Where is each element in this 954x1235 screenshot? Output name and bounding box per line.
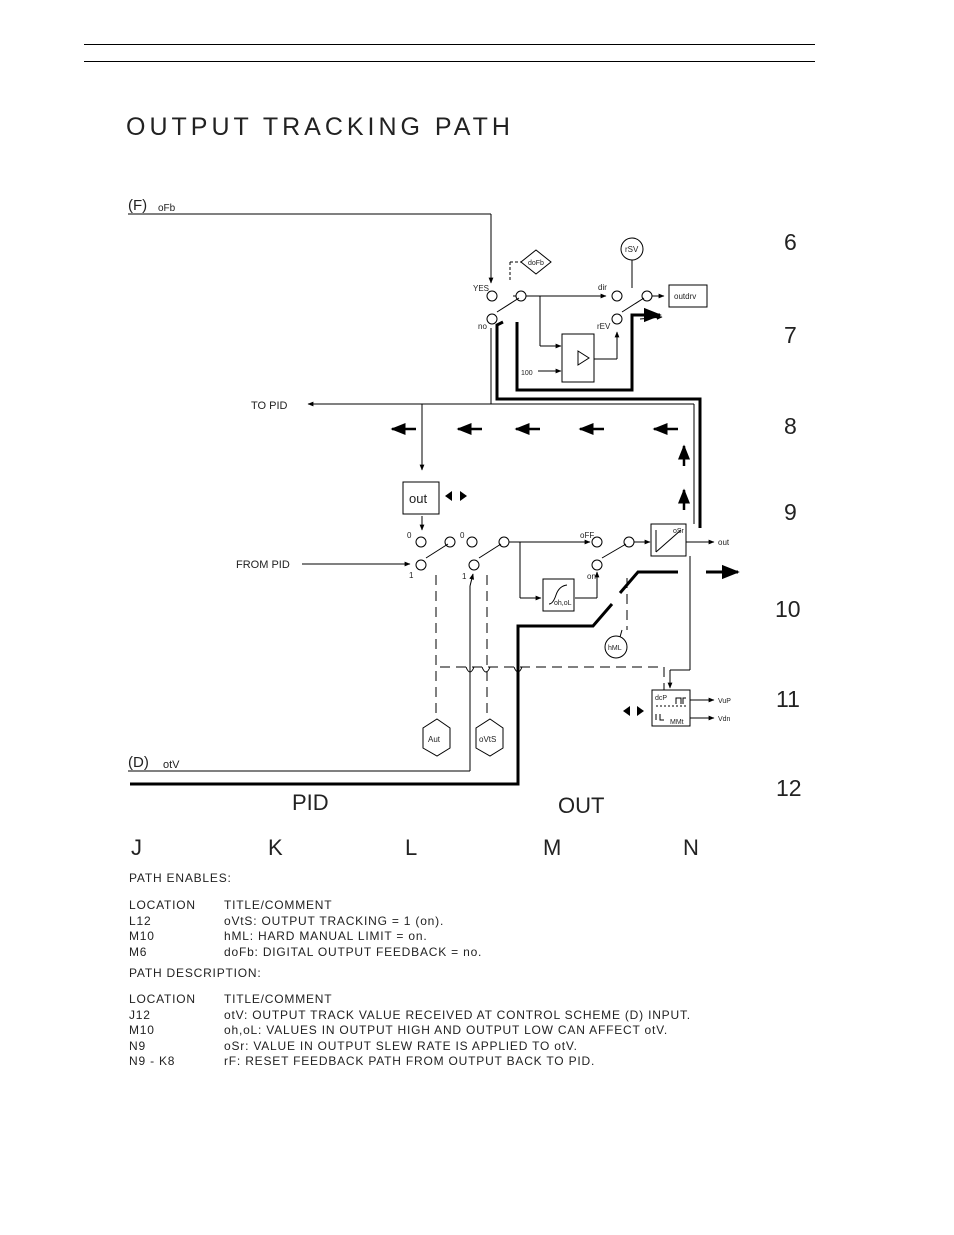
cell-location: L12 bbox=[129, 913, 152, 928]
label-zero-a: 0 bbox=[407, 531, 412, 540]
label-out-signal: out bbox=[718, 538, 730, 547]
header-location: LOCATION bbox=[129, 898, 196, 912]
header-location: LOCATION bbox=[129, 992, 196, 1006]
label-dofb: doFb bbox=[528, 260, 544, 267]
footer-pid: PID bbox=[292, 790, 329, 815]
path-enables-heading: PATH ENABLES: bbox=[129, 871, 232, 885]
header-title: TITLE/COMMENT bbox=[224, 992, 333, 1006]
column-label-j: J bbox=[131, 835, 142, 860]
row-label-8: 8 bbox=[784, 413, 797, 439]
label-one-b: 1 bbox=[462, 572, 467, 581]
cell-comment: hML: HARD MANUAL LIMIT = on. bbox=[224, 929, 428, 943]
label-no: no bbox=[478, 322, 487, 331]
column-label-l: L bbox=[405, 835, 417, 860]
path-description-heading: PATH DESCRIPTION: bbox=[129, 966, 262, 980]
row-label-11: 11 bbox=[776, 686, 800, 712]
label-vup: VuP bbox=[718, 698, 731, 705]
row-label-9: 9 bbox=[784, 499, 797, 525]
table-row: M10 oh,oL: VALUES IN OUTPUT HIGH AND OUTP… bbox=[129, 1023, 691, 1039]
cell-location: M6 bbox=[129, 944, 148, 959]
label-on: on bbox=[587, 572, 596, 581]
label-out-block: out bbox=[409, 491, 427, 506]
input-f-signal: oFb bbox=[158, 203, 176, 214]
cell-comment: rF: RESET FEEDBACK PATH FROM OUTPUT BACK… bbox=[224, 1054, 596, 1068]
header-rule-top bbox=[84, 44, 815, 45]
table-row: M6 doFb: DIGITAL OUTPUT FEEDBACK = no. bbox=[129, 945, 482, 961]
input-d-bracket: (D) bbox=[128, 754, 149, 771]
label-100: 100 bbox=[521, 370, 533, 377]
label-vdn: Vdn bbox=[718, 716, 731, 723]
cell-comment: oSr: VALUE IN OUTPUT SLEW RATE IS APPLIE… bbox=[224, 1038, 578, 1053]
cell-location: J12 bbox=[129, 1007, 151, 1022]
cell-location: M10 bbox=[129, 929, 155, 943]
table-row: L12 oVtS: OUTPUT TRACKING = 1 (on). bbox=[129, 914, 482, 930]
table-row: N9 - K8 rF: RESET FEEDBACK PATH FROM OUTP… bbox=[129, 1054, 691, 1070]
cell-comment: doFb: DIGITAL OUTPUT FEEDBACK = no. bbox=[224, 944, 483, 959]
input-f-bracket: (F) bbox=[128, 197, 147, 214]
label-mmt: MMt bbox=[670, 719, 684, 726]
label-osr: oSr bbox=[673, 528, 685, 535]
column-label-m: M bbox=[543, 835, 561, 860]
column-label-n: N bbox=[683, 835, 699, 860]
path-enables-table: LOCATION TITLE/COMMENT L12 oVtS: OUTPUT TR… bbox=[129, 898, 482, 960]
label-dir: dir bbox=[598, 283, 607, 292]
label-ohol: oh,oL bbox=[554, 600, 572, 607]
column-label-k: K bbox=[268, 835, 283, 860]
table-header: LOCATION TITLE/COMMENT bbox=[129, 898, 482, 914]
cell-comment: oh,oL: VALUES IN OUTPUT HIGH AND OUTPUT … bbox=[224, 1023, 668, 1037]
header-rule-bottom bbox=[84, 61, 815, 62]
footer-out: OUT bbox=[558, 793, 604, 818]
label-rsv: rSV bbox=[625, 245, 639, 254]
label-zero-b: 0 bbox=[460, 531, 465, 540]
cell-location: M10 bbox=[129, 1023, 155, 1037]
label-rev: rEV bbox=[597, 322, 611, 331]
cell-comment: oVtS: OUTPUT TRACKING = 1 (on). bbox=[224, 913, 445, 928]
cell-comment: otV: OUTPUT TRACK VALUE RECEIVED AT CONT… bbox=[224, 1007, 691, 1022]
table-row: M10 hML: HARD MANUAL LIMIT = on. bbox=[129, 929, 482, 945]
header-title: TITLE/COMMENT bbox=[224, 898, 333, 912]
table-header: LOCATION TITLE/COMMENT bbox=[129, 992, 691, 1008]
page-title: OUTPUT TRACKING PATH bbox=[126, 113, 514, 141]
table-row: J12 otV: OUTPUT TRACK VALUE RECEIVED AT C… bbox=[129, 1008, 691, 1024]
input-d-signal: otV bbox=[163, 759, 180, 771]
label-hml: hML bbox=[608, 645, 622, 652]
label-to-pid: TO PID bbox=[251, 400, 288, 412]
row-label-7: 7 bbox=[784, 322, 797, 348]
table-row: N9 oSr: VALUE IN OUTPUT SLEW RATE IS APPL… bbox=[129, 1039, 691, 1055]
row-label-6: 6 bbox=[784, 229, 797, 255]
label-yes: YES bbox=[473, 284, 489, 293]
cell-location: N9 bbox=[129, 1038, 146, 1053]
label-ovts: oVtS bbox=[479, 735, 496, 744]
row-label-12: 12 bbox=[776, 775, 802, 801]
label-outdrv: outdrv bbox=[674, 292, 696, 301]
label-from-pid: FROM PID bbox=[236, 559, 290, 571]
label-dcp: dcP bbox=[655, 695, 667, 702]
label-one-a: 1 bbox=[409, 571, 414, 580]
cell-location: N9 - K8 bbox=[129, 1054, 176, 1068]
row-label-10: 10 bbox=[775, 596, 801, 622]
path-description-table: LOCATION TITLE/COMMENT J12 otV: OUTPUT TRA… bbox=[129, 992, 691, 1070]
label-aut: Aut bbox=[428, 735, 441, 744]
label-off: oFF bbox=[580, 531, 594, 540]
